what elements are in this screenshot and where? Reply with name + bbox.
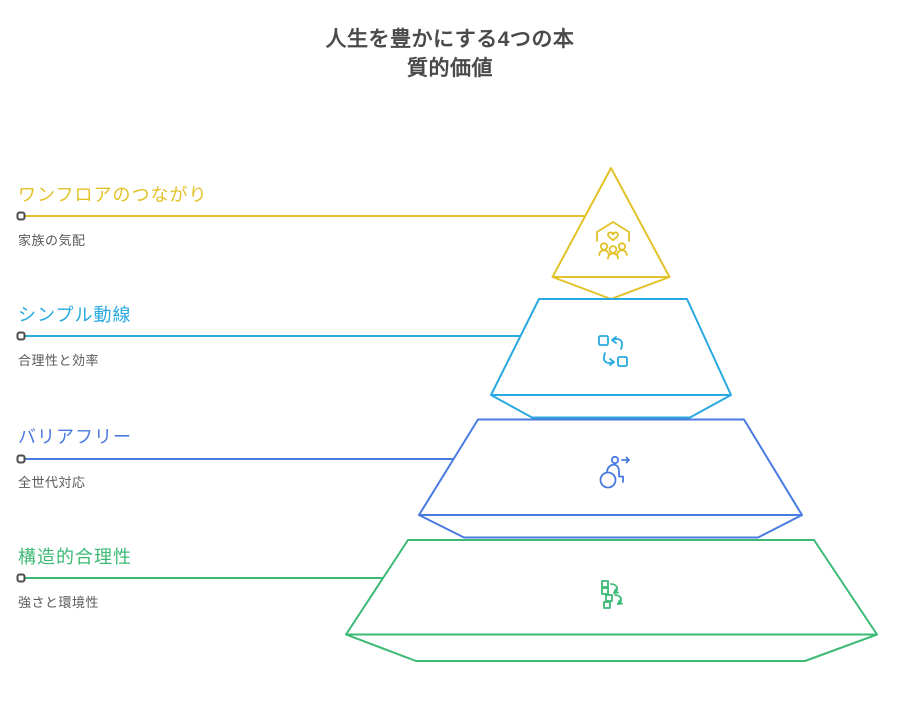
level-1-heading: ワンフロアのつながり	[18, 185, 208, 205]
swap-arrows-icon	[598, 335, 628, 367]
level-3-heading: バリアフリー	[18, 427, 132, 447]
wheelchair-icon	[599, 455, 630, 489]
connector-marker-level-2	[16, 331, 26, 341]
pyramid-level-1-shape	[551, 167, 671, 300]
level-4-heading: 構造的合理性	[18, 547, 132, 567]
pyramid-level-3-shape	[418, 418, 803, 539]
page-title: 人生を豊かにする4つの本 質的価値	[0, 25, 900, 83]
connector-marker-level-4	[16, 573, 26, 583]
level-1-subtext: 家族の気配	[18, 233, 86, 248]
connector-marker-level-1	[16, 211, 26, 221]
page-title-line2: 質的価値	[407, 57, 493, 80]
level-2-subtext: 合理性と効率	[18, 353, 100, 368]
page-title-line1: 人生を豊かにする4つの本	[325, 28, 575, 51]
connector-lines	[25, 215, 585, 579]
pyramid-level-2-shape	[490, 298, 732, 419]
pyramid-level-1	[551, 167, 671, 300]
level-3-subtext: 全世代対応	[18, 475, 86, 490]
pyramid-level-3	[418, 418, 803, 539]
pyramid-level-2	[490, 298, 732, 419]
family-house-icon	[596, 221, 630, 260]
stacked-blocks-icon	[601, 580, 623, 609]
level-4-subtext: 強さと環境性	[18, 595, 100, 610]
pyramid-level-4	[345, 539, 878, 662]
connector-marker-level-3	[16, 454, 26, 464]
level-2-heading: シンプル動線	[18, 305, 132, 325]
connector-markers	[16, 211, 26, 583]
